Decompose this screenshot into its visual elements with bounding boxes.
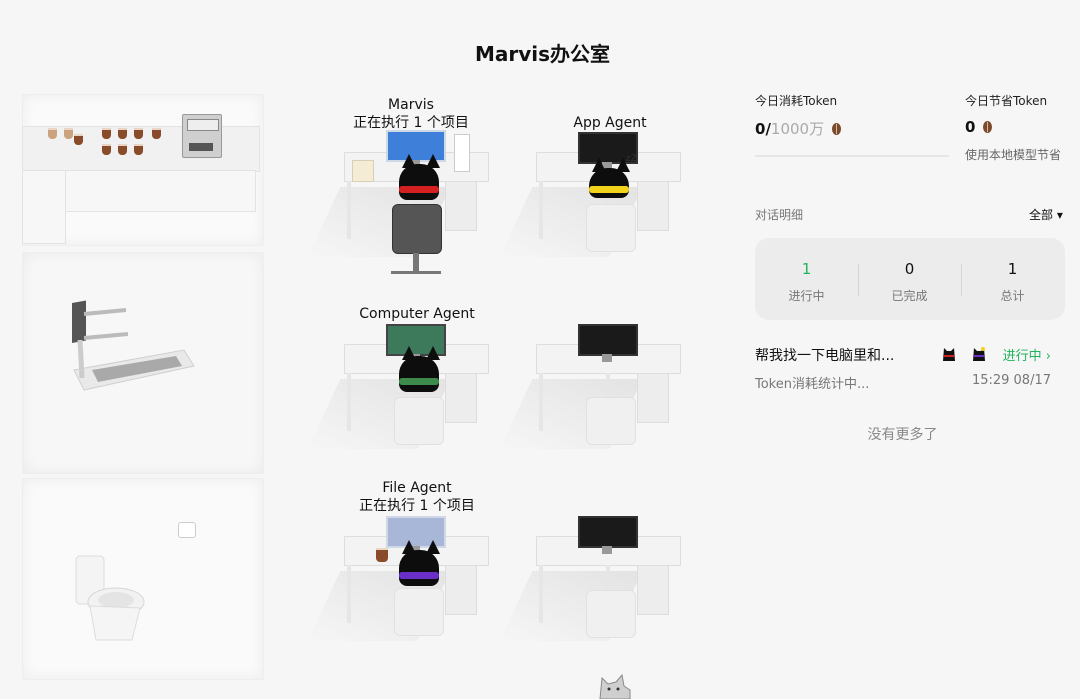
file-agent-cat-avatar[interactable] (396, 536, 442, 586)
conversation-subtitle: Token消耗统计中... (755, 377, 870, 392)
summary-divider (858, 264, 859, 296)
coffee-cup-icon (376, 548, 388, 562)
today-used-limit: 1000万 (770, 120, 825, 138)
summary-count: 1 (1007, 260, 1018, 278)
today-used-separator: / (765, 120, 771, 138)
today-used-label: 今日消耗Token (755, 94, 838, 108)
agent-status: 正在执行 1 个项目 (359, 498, 475, 514)
token-usage-progress (755, 155, 949, 157)
office-chair-icon[interactable] (394, 588, 444, 636)
coffee-cup-icon (118, 144, 127, 155)
conversation-item[interactable]: 帮我找一下电脑里和... 进行中 › Token消耗统计中... 15:29 0… (755, 339, 1065, 399)
coffee-bean-icon (983, 121, 993, 133)
kitchen-lower-cabinet (64, 170, 256, 212)
agent-label-app-agent: App Agent (545, 114, 675, 132)
today-saved-label: 今日节省Token (965, 94, 1048, 108)
summary-count: 1 (801, 260, 812, 278)
coffee-cup-icon (134, 144, 143, 155)
monitor-icon (578, 132, 638, 170)
coffee-cup-icon (48, 128, 57, 139)
office-chair-icon[interactable] (586, 397, 636, 445)
today-saved-count: 0 (965, 118, 976, 136)
treadmill-icon (72, 300, 195, 391)
marvis-cat-avatar[interactable] (396, 150, 442, 200)
token-panel: 今日消耗Token 0/1000万 今日节省Token 0 使用本地模型节省 对… (740, 84, 1080, 699)
summary-in-progress[interactable]: 1 进行中 (755, 238, 858, 320)
details-title: 对话明细 (755, 208, 804, 222)
agent-name: Computer Agent (359, 306, 475, 322)
coffee-cup-icon (102, 144, 111, 155)
agent-name: File Agent (382, 480, 452, 496)
end-of-list-text: 没有更多了 (867, 427, 938, 443)
details-filter-dropdown[interactable]: 全部 ▾ (1029, 208, 1063, 222)
notepad-icon (352, 160, 374, 182)
coffee-cup-icon (134, 128, 143, 139)
coffee-cup-icon (152, 128, 161, 139)
toilet-icon (75, 555, 145, 641)
coffee-bean-icon (832, 123, 842, 135)
conversation-time: 15:29 08/17 (971, 373, 1051, 388)
computer-agent-cat-avatar[interactable] (396, 342, 442, 392)
sleeping-zzz-icon: zZ (626, 154, 637, 164)
coffee-cup-icon (102, 128, 111, 139)
file-agent-avatar-icon (973, 347, 985, 361)
agent-label-marvis: Marvis 正在执行 1 个项目 (346, 96, 476, 132)
conversation-summary: 1 进行中 0 已完成 1 总计 (755, 238, 1065, 320)
office-chair-icon[interactable] (586, 204, 636, 252)
summary-count: 0 (904, 260, 915, 278)
wandering-cat-icon[interactable] (596, 672, 636, 699)
agent-name: App Agent (573, 115, 647, 131)
office-scene: Marvis 正在执行 1 个项目 App Agent zZ Computer … (18, 92, 708, 699)
agent-label-file-agent: File Agent 正在执行 1 个项目 (352, 479, 482, 515)
pc-tower-icon (454, 134, 470, 172)
office-chair-icon[interactable] (586, 590, 636, 638)
agent-name: Marvis (388, 97, 434, 113)
coffee-cup-icon (74, 134, 83, 145)
summary-label: 总计 (1000, 289, 1025, 303)
today-saved-value: 0 (965, 118, 993, 136)
coffee-cup-icon (64, 128, 73, 139)
bathroom-room (22, 478, 264, 680)
kitchen-side-cabinet (22, 170, 66, 244)
agent-label-computer-agent: Computer Agent (352, 305, 482, 323)
conversation-status[interactable]: 进行中 › (1002, 349, 1051, 364)
summary-total[interactable]: 1 总计 (961, 238, 1064, 320)
summary-label: 已完成 (891, 289, 928, 303)
marvis-avatar-icon (943, 348, 955, 361)
summary-completed[interactable]: 0 已完成 (858, 238, 961, 320)
toilet-paper-icon (178, 522, 196, 538)
monitor-icon (578, 516, 638, 554)
conversation-title: 帮我找一下电脑里和... (755, 348, 895, 364)
page-title: Marvis办公室 (474, 42, 611, 66)
summary-label: 进行中 (788, 289, 825, 303)
app-agent-cat-avatar[interactable] (586, 154, 632, 198)
office-chair-icon[interactable] (391, 204, 442, 274)
today-used-count: 0 (755, 120, 766, 138)
today-saved-note: 使用本地模型节省 (965, 148, 1062, 162)
today-used-value: 0/1000万 (755, 118, 842, 139)
coffee-machine-icon (182, 114, 222, 158)
agent-status: 正在执行 1 个项目 (353, 115, 469, 131)
summary-divider (961, 264, 962, 296)
coffee-cup-icon (118, 128, 127, 139)
office-chair-icon[interactable] (394, 397, 444, 445)
monitor-icon (578, 324, 638, 362)
